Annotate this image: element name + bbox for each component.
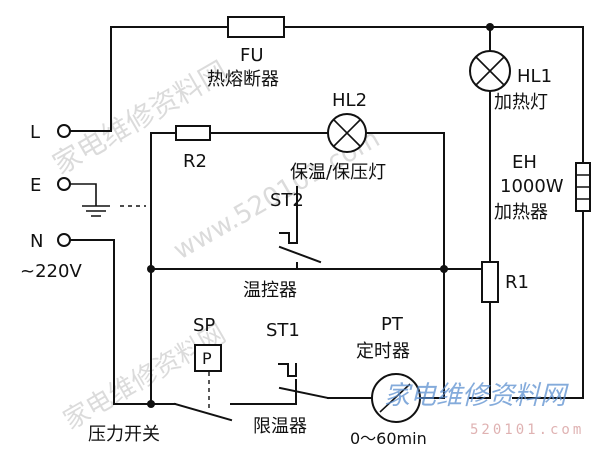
heater-rating: 1000W — [500, 176, 564, 197]
pressure-sensor-icon — [194, 344, 222, 372]
brand-watermark: 家电维修资料网 520101.com — [384, 381, 584, 438]
pressure-symbol: P — [202, 349, 212, 368]
wire-neutral — [70, 239, 152, 405]
fuse-icon — [227, 16, 285, 38]
timer-pt: PT 定时器 0～60min — [350, 314, 427, 448]
junction-mid-center — [440, 265, 448, 273]
resistor-r1-code: R1 — [505, 272, 529, 293]
junction-bottom-left — [147, 400, 155, 408]
terminal-neutral-label: N — [30, 231, 43, 252]
thermostat-st2: ST2 温控器 — [243, 190, 322, 301]
junction-mid-left — [147, 265, 155, 273]
wiring — [70, 26, 584, 405]
temp-limiter-name: 限温器 — [253, 416, 307, 437]
fuse-name: 热熔断器 — [207, 69, 279, 90]
wire-hl2-right — [365, 132, 445, 270]
heat-lamp-name: 加热灯 — [494, 92, 548, 113]
ground-symbol-icon — [82, 205, 110, 217]
terminal-neutral: N — [30, 231, 71, 252]
timer-range: 0～60min — [350, 429, 427, 448]
pressure-switch-code: SP — [193, 315, 215, 336]
heat-lamp-hl1: HL1 加热灯 — [469, 50, 552, 113]
resistor-r2: R2 — [175, 125, 211, 172]
brand-watermark-url: 520101.com — [470, 422, 584, 438]
heater-eh: EH 1000W 加热器 — [494, 152, 591, 223]
watermark-site-cn-2: 家电维修资料网 — [59, 319, 232, 436]
terminal-live-label: L — [30, 122, 40, 143]
terminal-earth-label: E — [30, 175, 41, 196]
resistor-icon — [175, 125, 211, 141]
timer-name: 定时器 — [356, 341, 410, 362]
wire-r2-left — [150, 132, 177, 270]
switch-icon-st1 — [278, 363, 330, 405]
resistor-r1: R1 — [481, 261, 529, 303]
junction-top-right — [486, 23, 494, 31]
timer-code: PT — [381, 314, 404, 335]
supply-voltage-label: ~220V — [20, 261, 82, 282]
terminal-earth: E — [30, 175, 110, 217]
watermark-layer: 家电维修资料网 www.520101.com 家电维修资料网 — [47, 54, 385, 436]
switch-icon-sp — [173, 402, 233, 422]
temp-limiter-code: ST1 — [266, 320, 300, 341]
wire-live-top — [70, 26, 229, 132]
thermostat-name: 温控器 — [243, 280, 297, 301]
wire-r1-bottom — [469, 301, 491, 399]
switch-icon-st2 — [278, 232, 322, 264]
heater-name: 加热器 — [494, 202, 548, 223]
heat-lamp-code: HL1 — [517, 66, 552, 87]
earth-wire — [70, 183, 97, 206]
fuse: FU 热熔断器 — [207, 16, 285, 90]
junction-dots — [147, 23, 494, 408]
heater-code: EH — [512, 152, 537, 173]
resistor-r2-code: R2 — [183, 151, 207, 172]
keep-warm-lamp-hl2: HL2 保温/保压灯 — [290, 90, 386, 183]
temp-limiter-st1: ST1 限温器 — [253, 320, 330, 437]
pressure-switch-name: 压力开关 — [88, 424, 160, 445]
thermostat-code: ST2 — [270, 190, 304, 211]
keep-warm-lamp-code: HL2 — [332, 90, 367, 111]
fuse-code: FU — [240, 45, 264, 66]
pressure-switch-sp: P SP 压力开关 — [88, 315, 233, 445]
wire-right-rail — [512, 26, 584, 399]
terminal-live: L — [30, 122, 71, 143]
resistor-r1-icon — [481, 261, 499, 303]
keep-warm-lamp-name: 保温/保压灯 — [290, 162, 386, 183]
brand-watermark-text: 家电维修资料网 — [384, 381, 569, 411]
